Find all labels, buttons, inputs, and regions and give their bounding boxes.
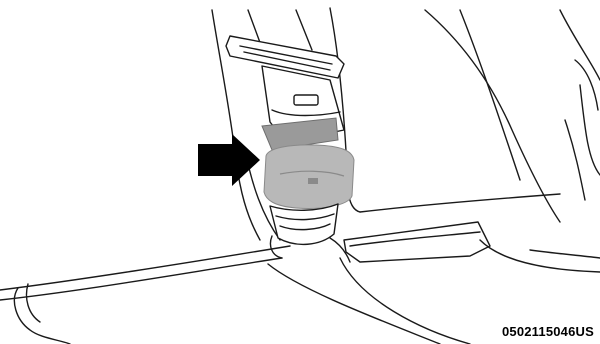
seat-side-left (14, 284, 70, 344)
seat-back-right (330, 8, 600, 222)
lap-belt-anchor (330, 222, 490, 262)
buckle-base (270, 204, 338, 258)
buckle (262, 118, 354, 209)
figure-code: 0502115046US (502, 324, 594, 339)
arrow-right-icon (198, 134, 260, 186)
